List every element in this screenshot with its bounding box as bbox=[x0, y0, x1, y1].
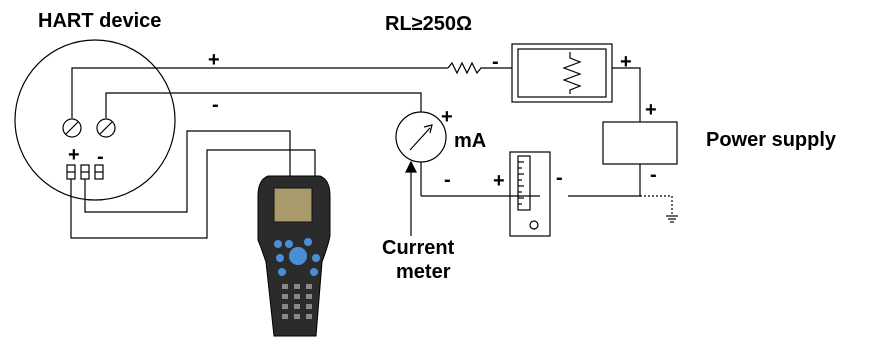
ground-symbol-bars bbox=[666, 215, 678, 223]
communicator-screen bbox=[273, 187, 313, 223]
barrier-module-resistor bbox=[562, 52, 582, 94]
indicator-display bbox=[509, 151, 551, 237]
device-minus-sign: - bbox=[97, 146, 104, 168]
wire-module-to-supply bbox=[612, 67, 641, 122]
device-screw-terminals bbox=[62, 118, 116, 138]
indicator-scale bbox=[517, 155, 531, 211]
module-out-plus-sign: + bbox=[620, 51, 632, 73]
mid-wire-minus-sign: - bbox=[212, 94, 219, 116]
power-supply-box bbox=[602, 121, 678, 165]
hart-device-body bbox=[14, 39, 176, 201]
hart-device-label: HART device bbox=[38, 10, 162, 32]
load-resistor-label: RL≥250Ω bbox=[385, 13, 473, 35]
current-meter bbox=[395, 111, 447, 163]
meter-plus-sign: + bbox=[441, 106, 453, 128]
meter-minus-sign: - bbox=[444, 169, 451, 191]
communicator-nav-pad bbox=[289, 247, 307, 265]
indicator-minus-sign: - bbox=[556, 167, 563, 189]
meter-unit-label: mA bbox=[454, 130, 487, 152]
top-wire-plus-sign: + bbox=[208, 49, 220, 71]
communicator-lead-1 bbox=[70, 149, 316, 239]
current-meter-label-line1: Current bbox=[382, 237, 455, 259]
power-supply-label: Power supply bbox=[706, 129, 837, 151]
load-resistor-symbol bbox=[447, 61, 487, 75]
supply-plus-sign: + bbox=[645, 99, 657, 121]
wire-negative-mid bbox=[105, 92, 422, 118]
pointer-arrowhead bbox=[405, 160, 417, 173]
hart-communicator bbox=[257, 175, 331, 337]
supply-minus-sign: - bbox=[650, 164, 657, 186]
current-meter-needle bbox=[409, 127, 431, 151]
ground-symbol bbox=[640, 195, 673, 216]
wire-positive-top bbox=[71, 67, 448, 118]
device-test-terminals bbox=[66, 164, 104, 180]
current-meter-label-line2: meter bbox=[396, 261, 451, 283]
communicator-lead-2 bbox=[84, 130, 291, 213]
device-plus-sign: + bbox=[68, 144, 80, 166]
wire-supply-negative bbox=[568, 164, 641, 197]
communicator-keypad bbox=[282, 284, 312, 319]
barrier-module bbox=[511, 43, 613, 103]
indicator-knob bbox=[529, 220, 539, 230]
resistor-minus-sign: - bbox=[492, 51, 499, 73]
indicator-plus-sign: + bbox=[493, 170, 505, 192]
